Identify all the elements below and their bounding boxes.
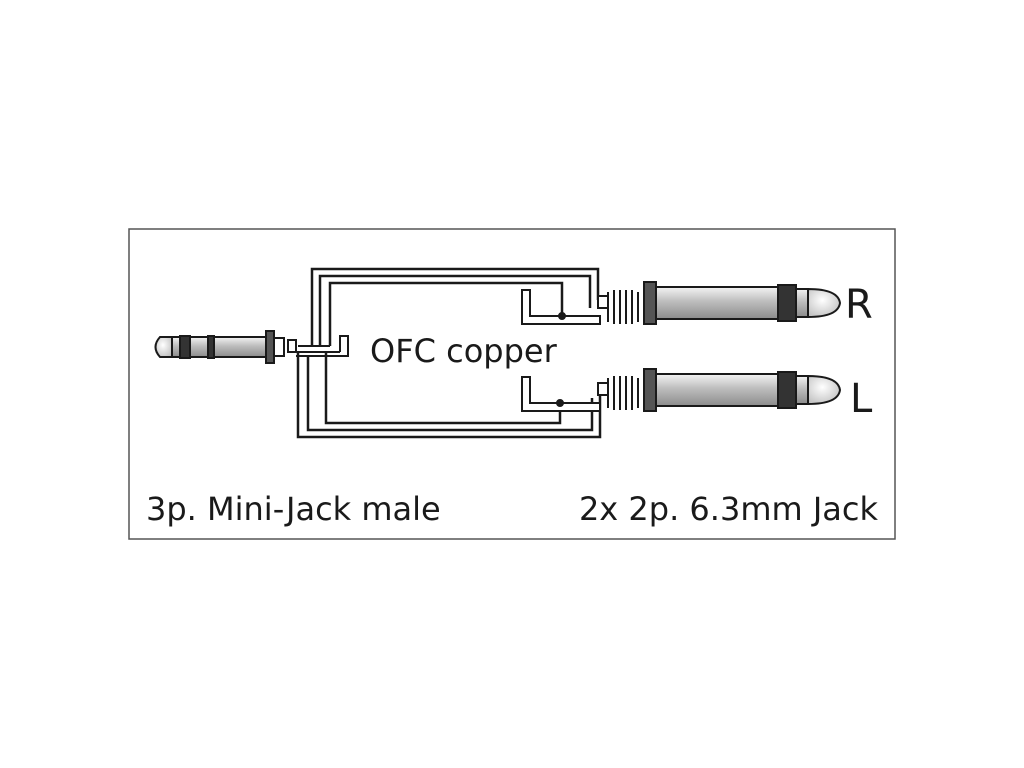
channel-label-right: R <box>845 282 873 328</box>
mini-jack-plug <box>154 330 285 364</box>
channel-label-left: L <box>850 376 873 422</box>
mini-jack-solder-lugs <box>287 335 349 357</box>
cable-wires <box>296 267 602 439</box>
left-connector-label: 3p. Mini-Jack male <box>146 490 441 528</box>
right-jack-solder-lugs <box>521 289 609 325</box>
left-jack-plug <box>607 368 842 412</box>
cable-material-label: OFC copper <box>370 332 558 370</box>
left-jack-solder-lugs <box>521 376 609 412</box>
right-connector-label: 2x 2p. 6.3mm Jack <box>579 490 879 528</box>
right-jack-plug <box>607 281 842 325</box>
